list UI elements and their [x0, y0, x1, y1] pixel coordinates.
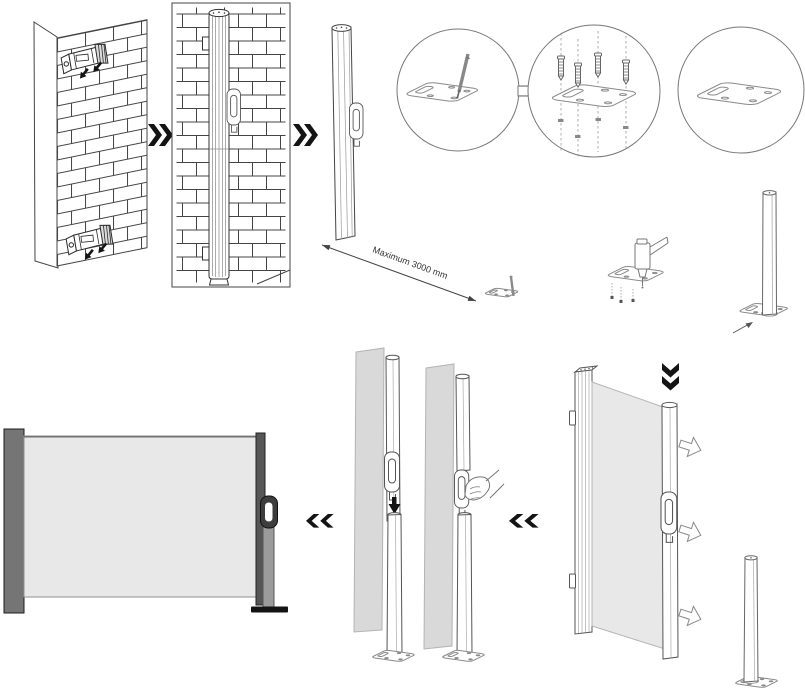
hand-icon — [464, 469, 505, 501]
cassette-profile — [574, 369, 593, 635]
brick-wall-perspective — [56, 19, 148, 267]
step-mount-cassette — [171, 2, 291, 288]
step-attach-handle-to-pole — [353, 347, 417, 662]
anchor-bolt-icon — [574, 62, 582, 88]
anchor-bolt-icon — [594, 52, 602, 78]
cassette-foot — [208, 278, 230, 286]
ground-line — [256, 269, 291, 285]
floor-pole-icon — [761, 191, 778, 316]
awning-fabric-panel — [353, 347, 385, 633]
wall-plug-icons — [558, 118, 629, 138]
floor-pole-icon — [386, 513, 403, 657]
step-circle-mark-holes — [396, 28, 520, 152]
plate-pin — [509, 276, 515, 297]
step-drill-holes — [605, 236, 669, 303]
awning-fabric-panel — [423, 363, 455, 650]
mounting-clip-icon — [202, 246, 210, 261]
mounting-clip-icon — [202, 36, 210, 51]
mounting-clip-icon — [569, 573, 576, 589]
outline-arrow-right-icon — [676, 602, 705, 630]
double-chevron-right-icon — [148, 124, 173, 146]
outline-arrow-right-icon — [676, 433, 705, 461]
final-assembled-awning — [3, 428, 288, 614]
step-extend-awning — [569, 365, 780, 688]
ground-plate-icon — [370, 649, 417, 662]
floor-pole-icon — [456, 513, 473, 657]
anchor-bolt-icon — [557, 55, 565, 81]
pointer-arrow — [732, 322, 753, 334]
step-circle-plate-ready — [677, 26, 805, 154]
wall-side-edge — [33, 21, 59, 269]
double-chevron-down-icon — [662, 363, 679, 391]
ground-plate-icon — [440, 649, 487, 662]
floor-pole-icon — [743, 556, 759, 683]
step-circle-insert-anchors — [527, 24, 661, 158]
cassette-housing — [3, 428, 25, 614]
drill-icon — [634, 236, 669, 289]
step-mark-wall-brackets — [33, 19, 148, 269]
floor-pole — [262, 526, 275, 609]
double-chevron-left-icon — [306, 514, 334, 528]
awning-fabric — [591, 381, 669, 651]
outline-arrow-right-icon — [676, 518, 705, 546]
marker-pen-icon — [456, 53, 470, 99]
anchor-bolt-icon — [622, 59, 630, 85]
dimension-line: Maximum 3000 mm — [321, 244, 477, 302]
step-pole-mounted — [732, 190, 790, 334]
drill-point-marks — [610, 283, 635, 303]
cassette-profile — [208, 8, 230, 286]
double-chevron-left-icon — [509, 514, 539, 528]
insert-down-arrow-icon — [388, 497, 401, 514]
step-pull-handle-by-hand — [423, 363, 505, 662]
max-extension-label: Maximum 3000 mm — [371, 244, 449, 280]
awning-fabric — [23, 435, 258, 598]
double-chevron-right-icon — [293, 124, 318, 146]
mounting-clip-icon — [569, 410, 576, 426]
pole-base — [251, 606, 288, 613]
